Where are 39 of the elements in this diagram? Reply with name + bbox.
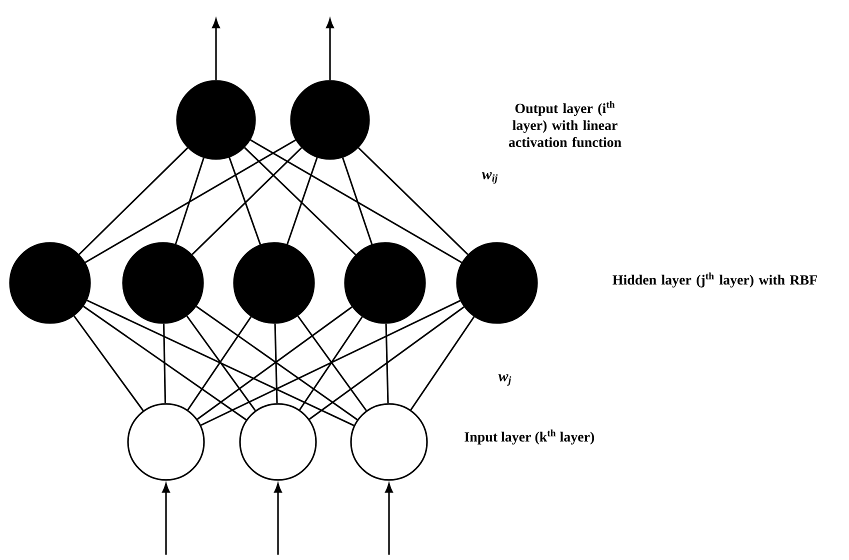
neuron-circle bbox=[350, 403, 428, 481]
connection-line bbox=[200, 300, 461, 426]
connection-line bbox=[86, 300, 354, 426]
weight-label: w$_{j}$ bbox=[498, 374, 512, 386]
neuron-circle bbox=[176, 80, 256, 160]
connection-line bbox=[274, 324, 278, 404]
input-arrow bbox=[274, 483, 282, 555]
neuron-circle bbox=[239, 403, 317, 481]
connection-line bbox=[73, 315, 144, 412]
layer-label: Hidden layer (j$^{th}$ layer) with RBF bbox=[612, 272, 817, 288]
weight-label: w$_{ij}$ bbox=[482, 172, 498, 184]
neuron-circle bbox=[127, 403, 205, 481]
output-arrow bbox=[212, 18, 220, 80]
neuron-circle bbox=[344, 242, 426, 324]
connection-line bbox=[358, 147, 468, 256]
connection-line bbox=[84, 139, 296, 264]
connection-line bbox=[83, 306, 247, 420]
neuron-circle bbox=[233, 242, 315, 324]
input-arrow bbox=[162, 483, 170, 555]
layer-label: Output layer (i$^{th}$ layer) with linear activation function bbox=[508, 100, 622, 147]
input-arrow bbox=[385, 483, 393, 555]
connection-line bbox=[174, 158, 204, 244]
connection-line bbox=[78, 147, 188, 255]
neuron-circle bbox=[122, 242, 204, 324]
neuron-circle bbox=[9, 242, 91, 324]
connection-line bbox=[410, 316, 475, 410]
connection-line bbox=[244, 147, 356, 256]
connection-line bbox=[250, 139, 462, 264]
neuron-circle bbox=[290, 80, 370, 160]
connection-line bbox=[308, 306, 464, 420]
connection-line bbox=[342, 157, 373, 245]
connection-line bbox=[385, 324, 389, 404]
output-arrow bbox=[326, 18, 334, 80]
neuron-circle bbox=[456, 242, 538, 324]
connection-line bbox=[192, 147, 302, 256]
connection-line bbox=[228, 157, 262, 245]
layer-label: Input layer (k$^{th}$ layer) bbox=[464, 429, 594, 444]
connection-line bbox=[162, 324, 166, 404]
connection-line bbox=[286, 157, 318, 245]
